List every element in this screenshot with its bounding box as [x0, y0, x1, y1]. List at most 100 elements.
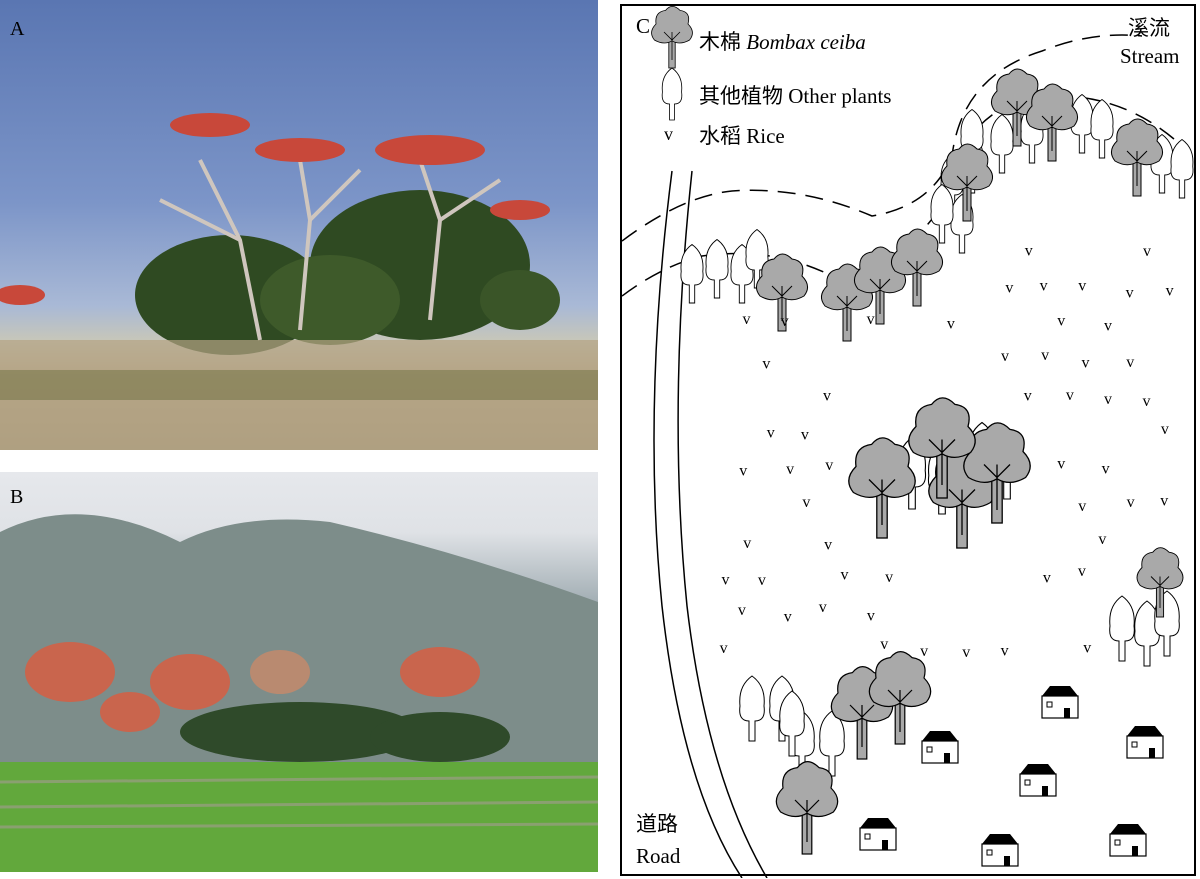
- rice-mark: v: [1161, 421, 1169, 438]
- rice-mark: v: [786, 461, 794, 478]
- bombax-tree-icon: [1136, 547, 1184, 618]
- rice-mark: v: [1098, 531, 1106, 548]
- photo-a-bombax-trees-dry-field: [0, 0, 598, 450]
- other-plant-icon: [960, 108, 984, 169]
- rice-mark: v: [1025, 243, 1033, 260]
- rice-mark: v: [1078, 498, 1086, 515]
- tree-groups: [651, 6, 1194, 855]
- panel-a-label: A: [10, 18, 25, 40]
- rice-mark: v: [1160, 493, 1168, 510]
- rice-mark: v: [802, 494, 810, 511]
- rice-mark: v: [1126, 285, 1134, 302]
- other-plant-icon: [819, 710, 845, 777]
- bombax-tree-icon: [941, 143, 993, 222]
- other-plant-icon: [705, 238, 729, 299]
- rice-mark: v: [962, 644, 970, 661]
- other-plant-icon: [1109, 595, 1135, 662]
- photo-a-scene: [0, 113, 598, 450]
- house-icon: [1126, 726, 1164, 759]
- houses: [859, 686, 1164, 867]
- rice-mark: v: [1143, 243, 1151, 260]
- rice-mark: v: [1057, 313, 1065, 330]
- rice-mark: v: [1066, 387, 1074, 404]
- bombax-tree-icon: [651, 6, 693, 69]
- panel-c-label: C: [636, 14, 651, 38]
- house-icon: [1019, 764, 1057, 797]
- legend-other-plants: 其他植物 Other plants: [699, 84, 892, 108]
- house-icon: [981, 834, 1019, 867]
- rice-mark: v: [867, 311, 875, 328]
- rice-mark: v: [758, 572, 766, 589]
- bombax-tree-icon: [775, 761, 839, 855]
- bombax-tree-icon: [1111, 118, 1163, 197]
- rice-mark: v: [720, 640, 728, 657]
- rice-mark: v: [825, 457, 833, 474]
- house-icon: [859, 818, 897, 851]
- rice-mark: v: [1040, 277, 1048, 294]
- rice-mark: v: [1083, 639, 1091, 656]
- rice-mark: v: [1166, 283, 1174, 300]
- photo-b-scene: [0, 514, 598, 872]
- bombax-tree-icon: [963, 422, 1031, 524]
- rice-mark: v: [1078, 278, 1086, 295]
- legend-rice: 水稻 Rice: [699, 124, 785, 148]
- rice-mark: v: [743, 311, 751, 328]
- rice-mark: v: [1043, 570, 1051, 587]
- house-icon: [1041, 686, 1079, 719]
- road-label-en: Road: [636, 844, 681, 868]
- legend-bombax-latin: Bombax ceiba: [746, 30, 866, 54]
- other-plant-icon: [930, 183, 954, 244]
- red-flowering-trees: [25, 642, 480, 732]
- rice-mark: v: [1024, 388, 1032, 405]
- tree-canopy: [135, 190, 560, 355]
- rice-mark: v: [1104, 318, 1112, 335]
- panel-b-label: B: [10, 486, 24, 508]
- bombax-tree-icon: [908, 397, 976, 499]
- other-plant-icon: [990, 113, 1014, 174]
- rice-mark: v: [1127, 494, 1135, 511]
- rice-mark: v: [1104, 391, 1112, 408]
- rice-mark: v: [1005, 280, 1013, 297]
- bombax-tree-icon: [1026, 83, 1078, 162]
- bombax-tree-icon: [868, 651, 932, 745]
- rice-mark: v: [1102, 461, 1110, 478]
- legend-bombax: 木棉 Bombax ceiba: [699, 30, 866, 54]
- rice-mark: v: [880, 636, 888, 653]
- rice-mark: v: [739, 462, 747, 479]
- rice-mark: v: [824, 537, 832, 554]
- rice-mark: v: [767, 425, 775, 442]
- other-plant-icon: [661, 67, 683, 121]
- photo-b-mountains-rice-fields: [0, 472, 598, 872]
- house-icon: [1109, 824, 1147, 857]
- rice-mark: v: [1001, 348, 1009, 365]
- stream-label-cn: 溪流: [1128, 16, 1170, 40]
- bombax-tree-icon: [848, 437, 916, 539]
- other-plant-icon: [1170, 138, 1194, 199]
- rice-mark: v: [1057, 456, 1065, 473]
- rice-mark: v: [784, 609, 792, 626]
- rice-mark: v: [947, 316, 955, 333]
- rice-mark: v: [867, 608, 875, 625]
- rice-mark: v: [1082, 354, 1090, 371]
- rice-mark: v: [781, 313, 789, 330]
- other-plant-icon: [739, 675, 765, 742]
- rice-mark: v: [819, 599, 827, 616]
- rice-mark: v: [920, 643, 928, 660]
- legend-rice-symbol: v: [664, 124, 673, 144]
- other-plant-icon: [1134, 600, 1160, 667]
- other-plant-icon: [1090, 98, 1114, 159]
- rice-mark: v: [1143, 393, 1151, 410]
- bare-branches: [159, 159, 502, 341]
- rice-mark: v: [885, 569, 893, 586]
- rice-mark: v: [722, 572, 730, 589]
- bombax-tree-icon: [756, 253, 808, 332]
- rice-mark: v: [1126, 354, 1134, 371]
- other-plant-icon: [779, 690, 805, 757]
- stream-label-en: Stream: [1120, 44, 1180, 68]
- rice-mark: v: [743, 535, 751, 552]
- road: [653, 170, 768, 878]
- road-label-cn: 道路: [636, 812, 678, 836]
